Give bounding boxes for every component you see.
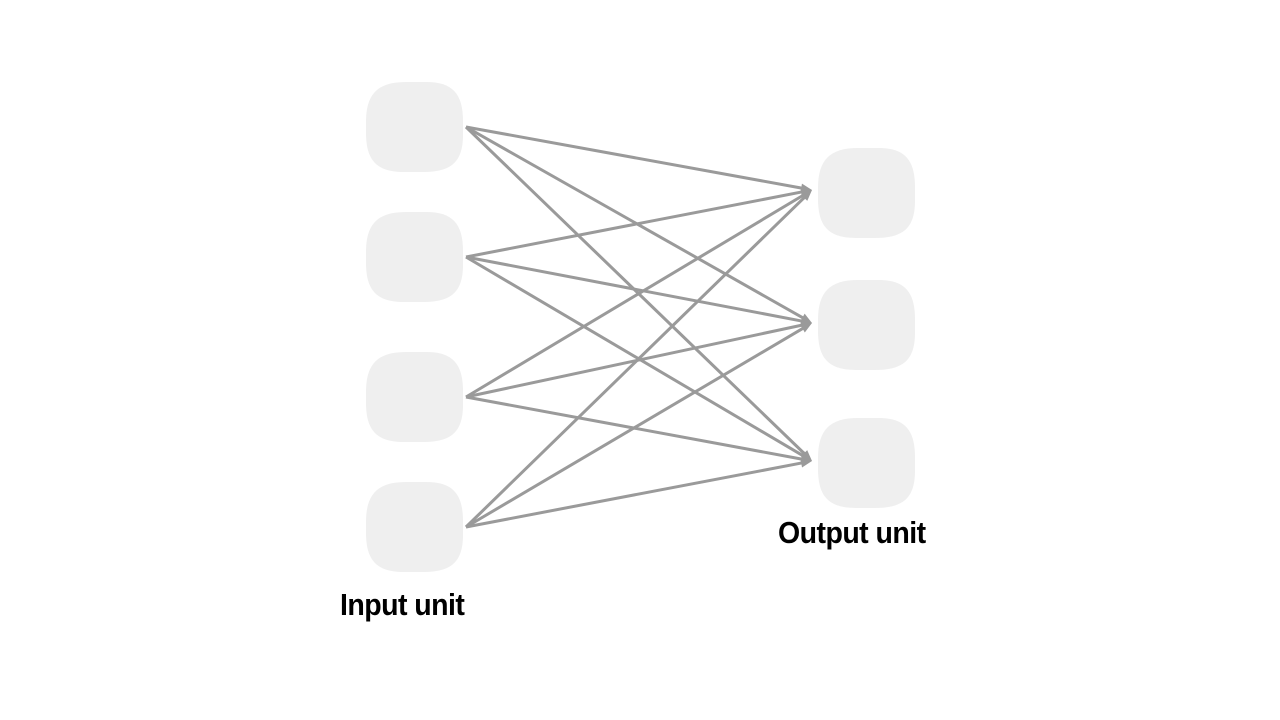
output-layer-label: Output unit <box>778 515 926 550</box>
node-group <box>366 82 915 572</box>
edge-group <box>464 125 812 529</box>
edge-line <box>465 255 804 323</box>
input-layer-label: Input unit <box>340 587 465 622</box>
edge-line <box>465 255 806 458</box>
edge-line <box>465 125 804 190</box>
output-node-1[interactable] <box>818 148 915 238</box>
input-node-4[interactable] <box>366 482 463 572</box>
output-node-3[interactable] <box>818 418 915 508</box>
edge-line <box>465 461 804 529</box>
edge-arrowhead-icon <box>800 458 812 468</box>
output-node-2[interactable] <box>818 280 915 370</box>
input-node-3[interactable] <box>366 352 463 442</box>
edge-arrowhead-icon <box>800 323 812 333</box>
edge-line <box>465 190 804 259</box>
edge <box>465 125 812 193</box>
edge-line <box>464 195 807 529</box>
edge-line <box>465 193 806 399</box>
edge-arrowhead-icon <box>800 190 812 201</box>
edge <box>465 323 812 529</box>
edge-line <box>465 326 806 529</box>
input-node-2[interactable] <box>366 212 463 302</box>
edge <box>464 190 812 529</box>
input-node-1[interactable] <box>366 82 463 172</box>
edge <box>465 458 812 529</box>
edge <box>465 255 812 326</box>
